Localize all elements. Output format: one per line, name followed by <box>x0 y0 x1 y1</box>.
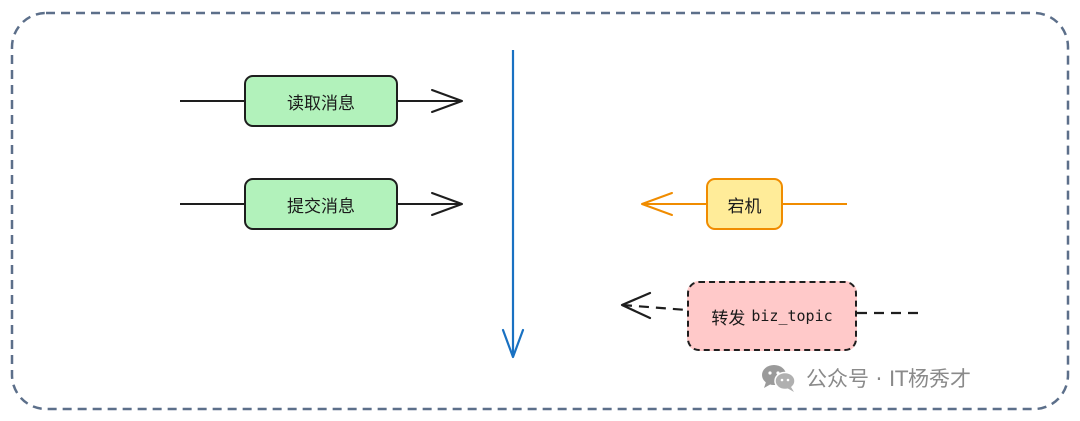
commit-message-node: 提交消息 <box>244 178 398 230</box>
commit-message-label: 提交消息 <box>287 196 355 217</box>
forward-topic-node: 转发 biz_topic <box>687 281 857 351</box>
read-message-arrow <box>180 89 463 113</box>
read-message-node: 读取消息 <box>244 75 398 127</box>
timeline-arrow <box>501 50 525 359</box>
crash-label: 宕机 <box>727 196 762 217</box>
forward-label: 转发 <box>711 308 746 329</box>
wechat-icon <box>760 363 798 393</box>
outer-dashed-frame <box>10 11 1070 411</box>
read-message-label: 读取消息 <box>287 93 355 114</box>
crash-arrow <box>641 192 847 216</box>
watermark-text: 公众号 · IT杨秀才 <box>806 367 972 391</box>
crash-node: 宕机 <box>706 178 783 230</box>
watermark: 公众号 · IT杨秀才 <box>760 360 971 396</box>
forward-arrow <box>620 291 918 320</box>
forward-topic-label: biz_topic <box>751 307 833 325</box>
commit-message-arrow <box>180 192 463 216</box>
